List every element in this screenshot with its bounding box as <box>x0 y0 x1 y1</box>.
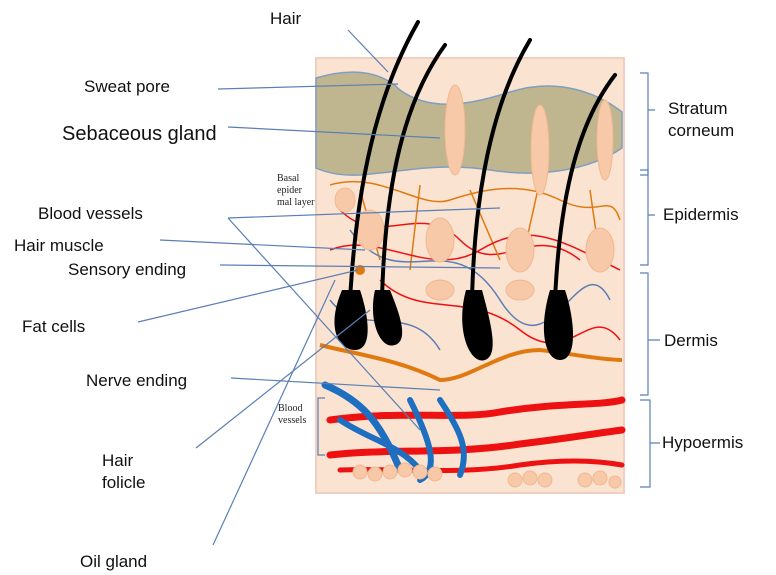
label-hair: Hair <box>270 8 301 30</box>
label-oil-gland: Oil gland <box>80 551 147 573</box>
label-sebaceous-gland: Sebaceous gland <box>62 122 217 146</box>
label-sweat-pore: Sweat pore <box>84 76 170 98</box>
label-fat-cells: Fat cells <box>22 316 85 338</box>
label-hypodermis: Hypoermis <box>662 432 743 454</box>
label-blood-vessels: Blood vessels <box>38 203 143 225</box>
label-sensory-ending: Sensory ending <box>68 259 186 281</box>
label-dermis: Dermis <box>664 330 718 352</box>
label-hair-folicle: Hair folicle <box>102 450 172 494</box>
label-hair-muscle: Hair muscle <box>14 235 104 257</box>
label-blood-vessels-inner: Blood vessels <box>278 403 318 427</box>
label-stratum-corneum: Stratum corneum <box>668 98 768 142</box>
label-basal-layer: Basal epider mal layer <box>277 173 317 209</box>
label-nerve-ending: Nerve ending <box>86 370 187 392</box>
label-epidermis: Epidermis <box>663 204 739 226</box>
